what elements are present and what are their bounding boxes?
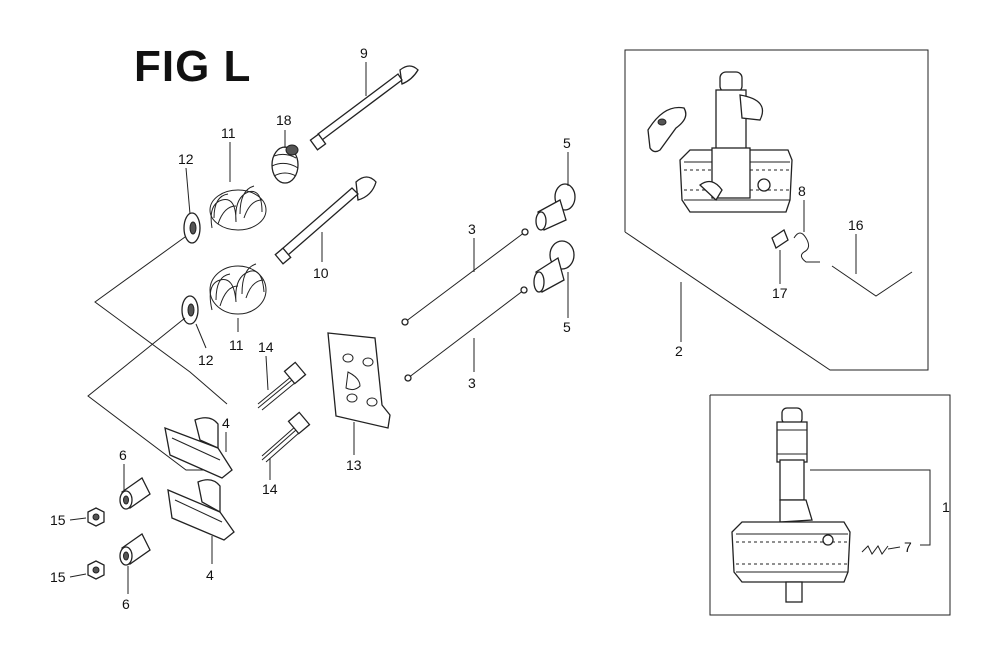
callout-3-upper: 3 xyxy=(468,221,476,237)
valve-spring-part-11-upper xyxy=(209,185,267,231)
rocker-bolt-part-14-upper xyxy=(257,361,307,411)
tappet-part-5-upper xyxy=(535,183,576,231)
rocker-bolt-part-14-lower xyxy=(261,411,311,463)
callout-7: 7 xyxy=(904,539,912,555)
camshaft-part-2 xyxy=(679,71,793,213)
callout-15-lower: 15 xyxy=(50,569,66,585)
callout-14-upper: 14 xyxy=(258,339,274,355)
spring-part-7 xyxy=(861,545,889,555)
callout-6-lower: 6 xyxy=(122,596,130,612)
spring-part-8 xyxy=(793,232,820,263)
pin-part-17 xyxy=(771,229,789,249)
spring-retainer-part-12-lower xyxy=(181,295,199,325)
callout-4-upper: 4 xyxy=(222,415,230,431)
callout-12-lower: 12 xyxy=(198,352,214,368)
camshaft-part-1 xyxy=(731,407,851,603)
rocker-arm-part-4-lower xyxy=(167,479,235,541)
callout-12-upper: 12 xyxy=(178,151,194,167)
callout-5-lower: 5 xyxy=(563,319,571,335)
bushing-part-6-lower xyxy=(119,533,151,566)
spring-retainer-part-12-upper xyxy=(183,212,201,244)
callout-11-lower: 11 xyxy=(229,337,244,353)
callout-4-lower: 4 xyxy=(206,567,214,583)
nut-part-15-upper xyxy=(87,507,105,527)
push-rod-part-3-upper xyxy=(401,228,529,326)
valve-spring-part-11-lower xyxy=(209,263,267,315)
camshaft-assembly-box-1 xyxy=(709,394,951,616)
valve-seal-part-18 xyxy=(271,144,299,184)
callout-1: 1 xyxy=(942,499,950,515)
leader-lines xyxy=(69,62,901,594)
callout-2: 2 xyxy=(675,343,683,359)
callout-13: 13 xyxy=(346,457,362,473)
bushing-part-6-upper xyxy=(119,477,151,510)
callout-18: 18 xyxy=(276,112,292,128)
guide-plate-part-13 xyxy=(327,332,391,429)
tappet-part-5-lower xyxy=(533,240,575,293)
callout-14-lower: 14 xyxy=(262,481,278,497)
valve-part-9 xyxy=(309,65,419,151)
callout-labels: 9 18 11 12 10 11 12 14 3 3 5 5 4 4 13 14… xyxy=(50,45,950,612)
figure-title: FIG L xyxy=(134,42,252,91)
callout-8: 8 xyxy=(798,183,806,199)
callout-9: 9 xyxy=(360,45,368,61)
nut-part-15-lower xyxy=(87,560,105,580)
valve-part-10 xyxy=(274,176,377,265)
callout-11-upper: 11 xyxy=(221,125,236,141)
decomp-weight-part-2 xyxy=(647,106,687,153)
rocker-arm-part-4-upper xyxy=(164,417,233,479)
callout-3-lower: 3 xyxy=(468,375,476,391)
callout-17: 17 xyxy=(772,285,788,301)
callout-5-upper: 5 xyxy=(563,135,571,151)
callout-15-upper: 15 xyxy=(50,512,66,528)
push-rod-part-3-lower xyxy=(404,286,528,382)
callout-16: 16 xyxy=(848,217,864,233)
callout-10: 10 xyxy=(313,265,329,281)
shaft-part-16 xyxy=(831,265,913,297)
callout-6-upper: 6 xyxy=(119,447,127,463)
camshaft-assembly-box-2 xyxy=(624,49,929,371)
